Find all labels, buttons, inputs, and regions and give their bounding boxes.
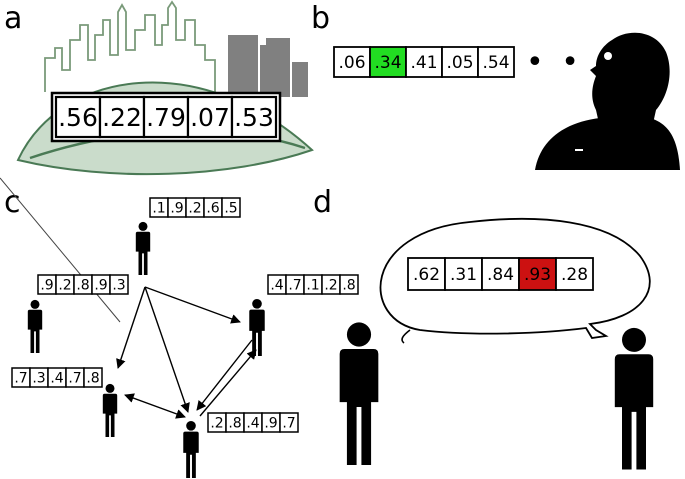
arrow-left-bottom [124,393,186,419]
vec-c3-cell-box [83,367,103,388]
arrow-right-to-bottom-a [196,339,253,411]
gray-buildings [228,35,308,97]
vec-c3-cell-value: .7 [14,371,27,387]
vec-c2-cell-value: .4 [270,278,283,294]
vec-a-cell-value: .56 [58,103,98,132]
vec-c0-cell-value: .9 [170,201,183,217]
city-leaf-logo [16,0,314,176]
city-skyline-outline [44,0,216,92]
vec-c2-cell-box [339,274,359,295]
vec-c0-cell-value: .5 [224,201,237,217]
vec-c3-cell-value: .4 [50,371,63,387]
listener-person [614,327,654,470]
network-arrows [116,286,257,419]
vec-a-cell-value: .79 [146,103,186,132]
agent-person-right [249,298,265,356]
arrow-top-to-right [144,286,241,324]
vec-b-cell-value: .05 [446,53,473,73]
vec-d-cell-value: .31 [450,265,477,285]
panel-a-label: a [4,1,22,36]
vec-c2-cell-value: .2 [324,278,337,294]
person-eye [604,52,612,60]
vec-b-cell-value: .06 [338,53,365,73]
vec-c4-cell-value: .2 [210,416,223,432]
agent-vector-top: .1 .9 .2 .6 .5 [149,197,241,218]
agent-vector-right: .4 .7 .1 .2 .8 [267,274,359,295]
vector-d: .62 .31 .84 .93 .28 [407,257,594,291]
vec-c4-cell-box [279,412,299,433]
vec-c0-cell-value: .6 [206,201,219,217]
vec-a-outer-frame [50,91,282,143]
vec-c4-cell-value: .9 [264,416,277,432]
vec-c1-cell-value: .9 [94,278,107,294]
vec-c0-cell-value: .1 [152,201,165,217]
vec-c0-cell-value: .2 [188,201,201,217]
vec-c1-cell-value: .9 [40,278,53,294]
vec-c0-cell-box [221,197,241,218]
arrow-top-to-left [116,286,146,369]
vec-c4-cell-value: .4 [246,416,259,432]
vec-d-cell-box [481,257,520,291]
vec-b-cell-value: .41 [410,53,437,73]
divider-diagonal [0,177,121,323]
vector-b: .06 .34 .41 .05 .54 [333,46,515,78]
vec-b-cell-box [441,46,479,78]
vec-c2-cell-value: .1 [306,278,319,294]
speech-bubble-tail-left [401,329,411,344]
panel-c-label: c [4,185,21,220]
agent-vector-bottom: .2 .8 .4 .9 .7 [207,412,299,433]
vec-c3-cell-value: .8 [86,371,99,387]
vec-a-cell-box [54,95,102,139]
vec-d-cell-box [555,257,594,291]
vec-b-cell-value: .54 [482,53,509,73]
vec-d-cell-value: .28 [561,265,588,285]
vec-c3-cell-value: .7 [68,371,81,387]
agent-person-left-lower [102,383,118,437]
vec-b-cell-box [477,46,515,78]
vec-c3-cell-value: .3 [32,371,45,387]
speaker-person [339,322,379,465]
agent-person-left-upper [27,299,43,353]
arrow-top-to-bottom [144,286,190,413]
arrow-bottom-to-right-b [199,349,257,417]
vec-d-cell-value: .62 [413,265,440,285]
vec-c4-cell-value: .7 [282,416,295,432]
vec-c4-cell-value: .8 [228,416,241,432]
vec-c1-cell-value: .3 [112,278,125,294]
vec-c2-cell-value: .7 [288,278,301,294]
vec-d-cell-value: .93 [524,265,551,285]
vec-a-cell-value: .22 [102,103,142,132]
vec-d-cell-value: .84 [487,265,514,285]
vec-c1-cell-value: .8 [76,278,89,294]
vec-a-cell-box [230,95,278,139]
agent-person-top [135,221,151,275]
vec-c1-cell-value: .2 [58,278,71,294]
panel-b-label: b [311,1,330,36]
vector-a: .56.22.79.07.53 [50,91,282,143]
vec-c1-cell-box [109,274,129,295]
agent-person-bottom [183,420,199,478]
vec-c2-cell-value: .8 [342,278,355,294]
vec-d-cell-box [407,257,446,291]
vec-b-cell-value: .34 [374,53,401,73]
agent-vector-left-lower: .7 .3 .4 .7 .8 [11,367,103,388]
panel-d-label: d [313,185,332,220]
agent-vector-left-upper: .9 .2 .8 .9 .3 [37,274,129,295]
vec-a-cell-value: .53 [234,103,274,132]
vec-a-cell-value: .07 [190,103,230,132]
